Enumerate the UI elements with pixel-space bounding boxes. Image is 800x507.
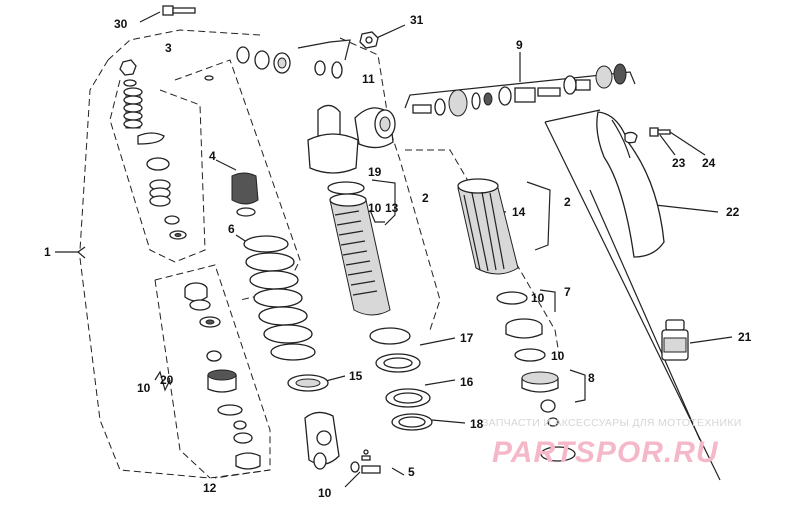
callout-10-bottom: 10: [318, 486, 332, 500]
callout-31: 31: [410, 13, 424, 27]
part-22-mudguard: [596, 111, 665, 258]
watermark: ЗАПЧАСТИ И АКСЕССУАРЫ ДЛЯ МОТОТЕХНИКИ PA…: [482, 417, 742, 469]
callout-21: 21: [738, 330, 752, 344]
parts-16-17-18-rings: [369, 327, 433, 431]
callout-23: 23: [672, 156, 686, 170]
callout-30: 30: [114, 17, 128, 31]
callout-labels: 30 3 31 9 11 4 19 1 6 10 13 2 14 2 22 23…: [44, 13, 752, 500]
part-21-oil-bottle: [661, 319, 689, 361]
left-lower-stack: [184, 282, 261, 470]
grouping-lines: [55, 11, 733, 488]
callout-10-left: 10: [137, 381, 151, 395]
callout-11: 11: [362, 72, 375, 86]
part-6-coil-spring: [243, 235, 316, 361]
part-23-24-screw: [649, 127, 671, 137]
part-15-spring-seat: [287, 374, 329, 392]
part-9-valve-assembly: [412, 63, 627, 117]
callout-2-left: 2: [422, 191, 429, 205]
callout-4: 4: [209, 149, 216, 163]
callout-24: 24: [702, 156, 716, 170]
part-30-bolt: [162, 5, 196, 16]
watermark-brand: PARTSPOR.RU: [492, 436, 719, 469]
callout-19: 19: [368, 165, 382, 179]
callout-6: 6: [228, 222, 235, 236]
callout-10-right-lower: 10: [551, 349, 565, 363]
callout-3: 3: [165, 41, 172, 55]
callout-13: 13: [385, 201, 399, 215]
part-5-lower-clevis: [304, 411, 381, 474]
callout-8: 8: [588, 371, 595, 385]
callout-9: 9: [516, 38, 523, 52]
callout-7: 7: [564, 285, 571, 299]
part-14-bump-rubber: [457, 178, 519, 275]
callout-18: 18: [470, 417, 484, 431]
callout-5: 5: [408, 465, 415, 479]
callout-10-right-upper: 10: [531, 291, 545, 305]
callout-14: 14: [512, 205, 526, 219]
part-11-washers: [236, 46, 343, 79]
callout-10-body: 10: [368, 201, 382, 215]
part-3-4-damper-rod: [204, 75, 259, 217]
watermark-subtitle: ЗАПЧАСТИ И АКСЕССУАРЫ ДЛЯ МОТОТЕХНИКИ: [482, 417, 742, 429]
callout-17: 17: [460, 331, 474, 345]
part-31-nut: [359, 31, 379, 49]
callout-22: 22: [726, 205, 740, 219]
callout-12: 12: [203, 481, 217, 495]
callout-15: 15: [349, 369, 363, 383]
shock-top-eye: [307, 104, 396, 174]
callout-16: 16: [460, 375, 474, 389]
part-13-damper-body: [327, 181, 391, 316]
callout-20: 20: [160, 373, 174, 387]
left-upper-stack: [119, 59, 187, 240]
callout-2-right: 2: [564, 195, 571, 209]
parts-7-8-right-stack: [496, 291, 576, 462]
callout-1: 1: [44, 245, 51, 259]
